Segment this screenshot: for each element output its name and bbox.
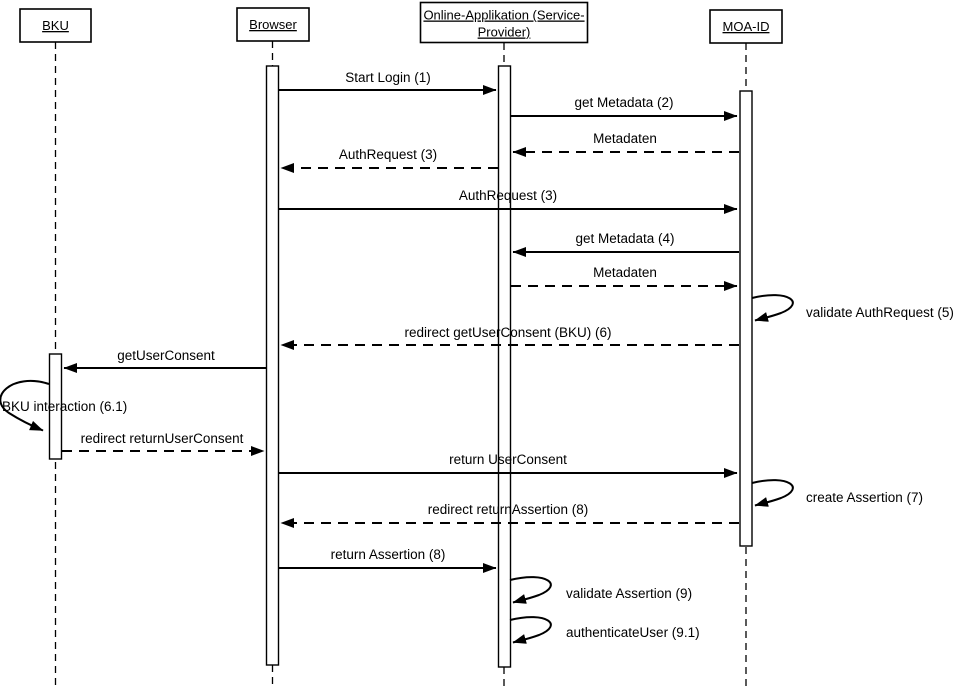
activation-bku <box>48 353 63 460</box>
message-get-metadata-2-label: get Metadata (2) <box>574 95 673 110</box>
activation-online-applikation <box>497 65 512 668</box>
message-start-login-label: Start Login (1) <box>345 70 431 85</box>
message-get-metadata-4-label: get Metadata (4) <box>575 231 674 246</box>
message-authrequest-return-label: AuthRequest (3) <box>339 147 437 162</box>
message-redirect-getuserconsent-label: redirect getUserConsent (BKU) (6) <box>404 325 611 340</box>
message-return-assertion: return Assertion (8) <box>278 547 497 573</box>
message-validate-authrequest-loop <box>751 294 794 322</box>
actor-moa-id-label: MOA-ID <box>723 19 770 34</box>
actor-bku-label: BKU <box>42 18 69 33</box>
message-redirect-returnassertion-label: redirect returnAssertion (8) <box>428 502 589 517</box>
message-validate-assertion: validate Assertion (9) <box>509 576 692 604</box>
message-getuserconsent-label: getUserConsent <box>117 348 215 363</box>
message-redirect-getuserconsent: redirect getUserConsent (BKU) (6) <box>280 325 739 350</box>
message-authenticateuser: authenticateUser (9.1) <box>509 616 700 644</box>
activation-browser <box>265 65 280 666</box>
message-return-userconsent-label: return UserConsent <box>449 452 567 467</box>
message-validate-assertion-loop <box>509 576 552 604</box>
message-validate-authrequest-label: validate AuthRequest (5) <box>806 305 954 320</box>
message-redirect-returnuserconsent-label: redirect returnUserConsent <box>81 431 244 446</box>
message-metadaten-2: Metadaten <box>511 265 738 291</box>
message-authrequest-forward-label: AuthRequest (3) <box>459 188 557 203</box>
message-metadaten-1-label: Metadaten <box>593 131 657 146</box>
message-get-metadata-4: get Metadata (4) <box>512 231 739 257</box>
message-bku-interaction: BKU interaction (6.1) <box>0 379 127 432</box>
message-bku-interaction-loop <box>0 379 50 432</box>
actor-browser-box <box>236 7 310 42</box>
activation-moa-id <box>739 90 753 547</box>
actor-moa-id: MOA-ID <box>709 9 783 44</box>
actor-browser: Browser <box>236 7 310 42</box>
message-redirect-returnassertion: redirect returnAssertion (8) <box>280 502 739 528</box>
message-create-assertion-loop <box>751 479 794 507</box>
actor-moa-id-box <box>709 9 783 44</box>
message-create-assertion: create Assertion (7) <box>751 479 923 507</box>
actor-online-applikation-box <box>419 1 589 44</box>
message-validate-assertion-label: validate Assertion (9) <box>566 586 692 601</box>
actor-browser-label: Browser <box>249 17 297 32</box>
message-validate-authrequest: validate AuthRequest (5) <box>751 294 954 322</box>
message-start-login: Start Login (1) <box>278 70 497 95</box>
actor-online-applikation: Online-Applikation (Service- Provider) <box>419 1 589 44</box>
message-getuserconsent: getUserConsent <box>63 348 266 373</box>
message-authrequest-forward: AuthRequest (3) <box>278 188 738 214</box>
actor-online-applikation-label-line1: Online-Applikation (Service- <box>423 8 584 23</box>
message-return-userconsent: return UserConsent <box>278 452 738 478</box>
message-return-assertion-label: return Assertion (8) <box>331 547 446 562</box>
actor-bku: BKU <box>19 8 92 43</box>
message-create-assertion-label: create Assertion (7) <box>806 490 923 505</box>
actor-online-applikation-label-line2: Provider) <box>478 25 531 40</box>
message-metadaten-1: Metadaten <box>512 131 739 157</box>
message-authenticateuser-loop <box>509 616 552 644</box>
message-authrequest-return: AuthRequest (3) <box>280 147 498 173</box>
message-redirect-returnuserconsent: redirect returnUserConsent <box>62 431 265 456</box>
actor-bku-box <box>19 8 92 43</box>
message-get-metadata-2: get Metadata (2) <box>511 95 738 121</box>
message-bku-interaction-label: BKU interaction (6.1) <box>2 399 127 414</box>
message-metadaten-2-label: Metadaten <box>593 265 657 280</box>
message-authenticateuser-label: authenticateUser (9.1) <box>566 625 700 640</box>
